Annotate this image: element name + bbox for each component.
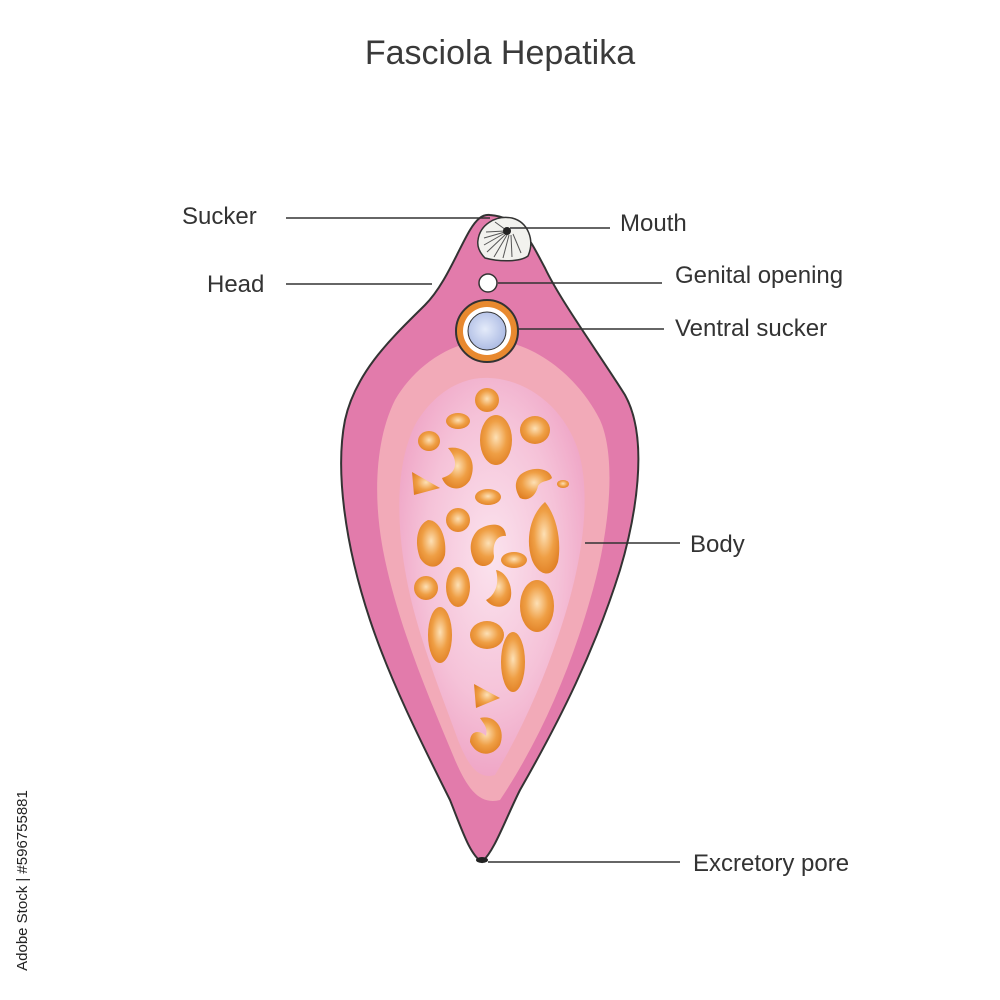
ventral-sucker xyxy=(455,299,519,363)
vitelline-glands xyxy=(412,388,569,754)
leader-lines xyxy=(286,217,680,863)
excretory-pore xyxy=(476,857,488,863)
sucker-label: Sucker xyxy=(182,203,257,230)
stock-id-text: Adobe Stock | #596755881 xyxy=(13,789,31,971)
excretory-pore-label: Excretory pore xyxy=(693,850,850,877)
genital-opening-label: Genital opening xyxy=(675,262,844,289)
stock-id-watermark: Adobe Stock | #596755881 xyxy=(8,765,36,995)
body-label: Body xyxy=(690,531,745,558)
mouth-opening xyxy=(503,227,511,235)
diagram-title: Fasciola Hepatika xyxy=(364,34,636,72)
head-label: Head xyxy=(207,271,265,298)
mouth-label: Mouth xyxy=(620,210,687,237)
ventral-sucker-label: Ventral sucker xyxy=(675,315,828,342)
genital-opening xyxy=(478,273,498,293)
